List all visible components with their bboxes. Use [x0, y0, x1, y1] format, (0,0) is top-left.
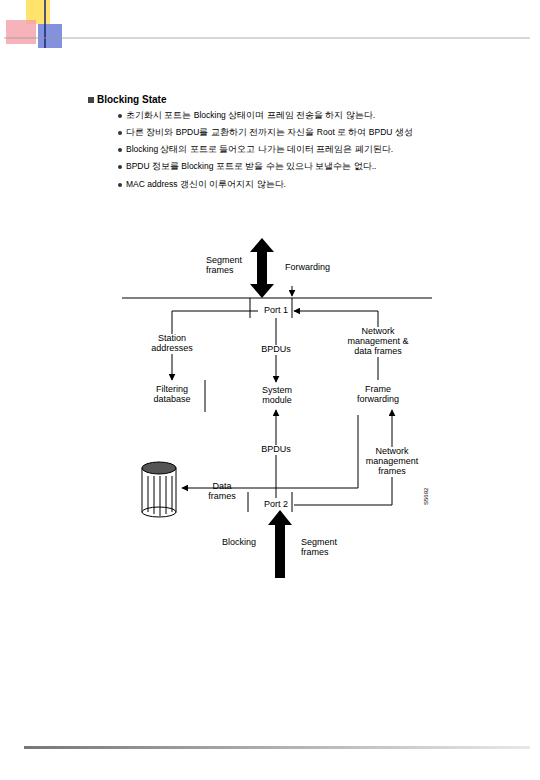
bullet-text: 다른 장비와 BPDU를 교환하기 전까지는 자신을 Root 로 하여 BPD…	[126, 128, 413, 137]
segment-line	[122, 298, 432, 299]
discard-line	[182, 415, 358, 488]
footer-rule	[24, 746, 530, 749]
port-tick	[292, 298, 293, 318]
node-text: System module	[250, 386, 304, 406]
flow-label: Segment frames	[301, 538, 343, 558]
edge-label: BPDUs	[257, 445, 295, 455]
node-text: Port 1	[264, 306, 288, 316]
figure-id: S5692	[423, 488, 430, 505]
big-arrow-shaft	[275, 525, 285, 578]
component-block: Filtering database	[142, 380, 202, 410]
big-arrow-head	[250, 284, 274, 298]
header-rule	[4, 38, 530, 39]
bullet-text: BPDU 정보를 Blocking 포트로 받을 수는 있으나 보낼수는 없다.…	[126, 162, 376, 171]
node-text: Port 2	[264, 500, 288, 510]
small-arrow	[292, 286, 293, 296]
big-arrow-shaft	[257, 252, 267, 284]
bullet-text: Blocking 상태의 포트로 들어오고 나가는 데이터 프레임은 폐기된다.	[126, 145, 393, 154]
edge-label: BPDUs	[257, 345, 295, 355]
big-arrow-head	[250, 238, 274, 252]
bullet-text: MAC address 갱신이 이루어지지 않는다.	[126, 180, 286, 189]
component-block: System module	[250, 382, 304, 410]
deco-square	[6, 20, 36, 44]
component-block: Port 1	[258, 304, 294, 318]
title-square-bullet	[88, 97, 94, 103]
node-text: Frame forwarding	[348, 385, 408, 405]
deco-square	[38, 24, 62, 48]
state-label: Forwarding	[285, 263, 330, 273]
edge-label: Network management & data frames	[342, 327, 414, 357]
state-label: Blocking	[222, 538, 256, 548]
bracket-line	[205, 380, 206, 412]
port-tick	[250, 298, 251, 318]
big-arrow-head	[268, 510, 292, 525]
edge-label: Network management frames	[360, 447, 424, 477]
slide-title: Blocking State	[97, 94, 166, 105]
component-block: Port 2	[258, 498, 294, 512]
node-text: Filtering database	[142, 385, 202, 405]
bullet-text: 초기화시 포트는 Blocking 상태이며 프레임 전송을 하지 않는다.	[126, 111, 375, 120]
flow-label: Data frames	[204, 482, 240, 502]
deco-line	[44, 0, 46, 48]
edge-label: Station addresses	[143, 334, 201, 354]
port-tick	[292, 492, 293, 512]
component-block: Frame forwarding	[348, 380, 408, 410]
port-tick	[248, 492, 249, 512]
flow-label: Segment frames	[206, 256, 248, 276]
trash-can	[142, 462, 176, 517]
